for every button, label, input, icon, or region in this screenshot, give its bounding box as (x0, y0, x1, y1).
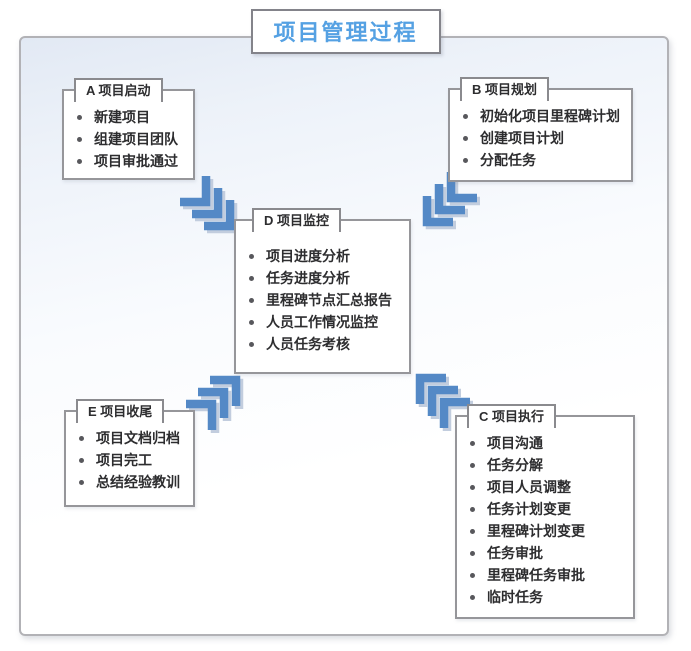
list-item: 项目人员调整 (457, 476, 627, 498)
list-item: 总结经验教训 (66, 471, 187, 493)
phase-tab-label: C 项目执行 (479, 409, 545, 424)
phase-box-execution: C 项目执行 项目沟通任务分解项目人员调整任务计划变更里程碑计划变更任务审批里程… (455, 404, 635, 619)
arrow-initiation-to-monitoring (172, 168, 242, 238)
list-item: 项目进度分析 (236, 245, 403, 267)
phase-box-planning: B 项目规划 初始化项目里程碑计划创建项目计划分配任务 (448, 77, 633, 182)
list-item: 项目完工 (66, 449, 187, 471)
list-item: 组建项目团队 (64, 128, 187, 150)
list-item: 分配任务 (450, 149, 625, 171)
phase-tab-label: D 项目监控 (264, 213, 330, 228)
phase-tab-closure: E 项目收尾 (76, 399, 165, 423)
list-item: 临时任务 (457, 586, 627, 608)
list-item: 任务分解 (457, 454, 627, 476)
list-item: 创建项目计划 (450, 127, 625, 149)
arrow-execution-to-monitoring (408, 366, 478, 436)
phase-tab-label: E 项目收尾 (88, 404, 153, 419)
list-item: 项目审批通过 (64, 150, 187, 172)
phase-item-list: 新建项目组建项目团队项目审批通过 (64, 106, 193, 178)
list-item: 项目文档归档 (66, 427, 187, 449)
list-item: 初始化项目里程碑计划 (450, 105, 625, 127)
triple-chevron-down-right-icon (180, 176, 238, 234)
phase-item-list: 项目进度分析任务进度分析里程碑节点汇总报告人员工作情况监控人员任务考核 (236, 245, 409, 361)
list-item: 任务计划变更 (457, 498, 627, 520)
phase-box-monitoring: D 项目监控 项目进度分析任务进度分析里程碑节点汇总报告人员工作情况监控人员任务… (234, 208, 411, 374)
list-item: 人员工作情况监控 (236, 311, 403, 333)
list-item: 里程碑计划变更 (457, 520, 627, 542)
list-item: 新建项目 (64, 106, 187, 128)
arrow-closure-to-monitoring (178, 368, 248, 438)
phase-item-list: 项目文档归档项目完工总结经验教训 (66, 427, 193, 499)
triple-chevron-up-right-icon (186, 375, 244, 433)
phase-tab-execution: C 项目执行 (467, 404, 557, 428)
list-item: 里程碑节点汇总报告 (236, 289, 403, 311)
list-item: 里程碑任务审批 (457, 564, 627, 586)
triple-chevron-up-left-icon (415, 373, 473, 431)
phase-tab-planning: B 项目规划 (460, 77, 550, 101)
phase-tab-label: B 项目规划 (472, 82, 538, 97)
phase-box-closure: E 项目收尾 项目文档归档项目完工总结经验教训 (64, 399, 195, 507)
phase-item-list: 初始化项目里程碑计划创建项目计划分配任务 (450, 105, 631, 177)
phase-tab-initiation: A 项目启动 (74, 78, 163, 102)
list-item: 项目沟通 (457, 432, 627, 454)
list-item: 任务审批 (457, 542, 627, 564)
list-item: 任务进度分析 (236, 267, 403, 289)
phase-item-list: 项目沟通任务分解项目人员调整任务计划变更里程碑计划变更任务审批里程碑任务审批临时… (457, 432, 633, 614)
phase-tab-label: A 项目启动 (86, 83, 151, 98)
diagram-title: 项目管理过程 (250, 9, 441, 54)
phase-box-initiation: A 项目启动 新建项目组建项目团队项目审批通过 (62, 78, 195, 180)
phase-tab-monitoring: D 项目监控 (252, 208, 342, 232)
list-item: 人员任务考核 (236, 333, 403, 355)
